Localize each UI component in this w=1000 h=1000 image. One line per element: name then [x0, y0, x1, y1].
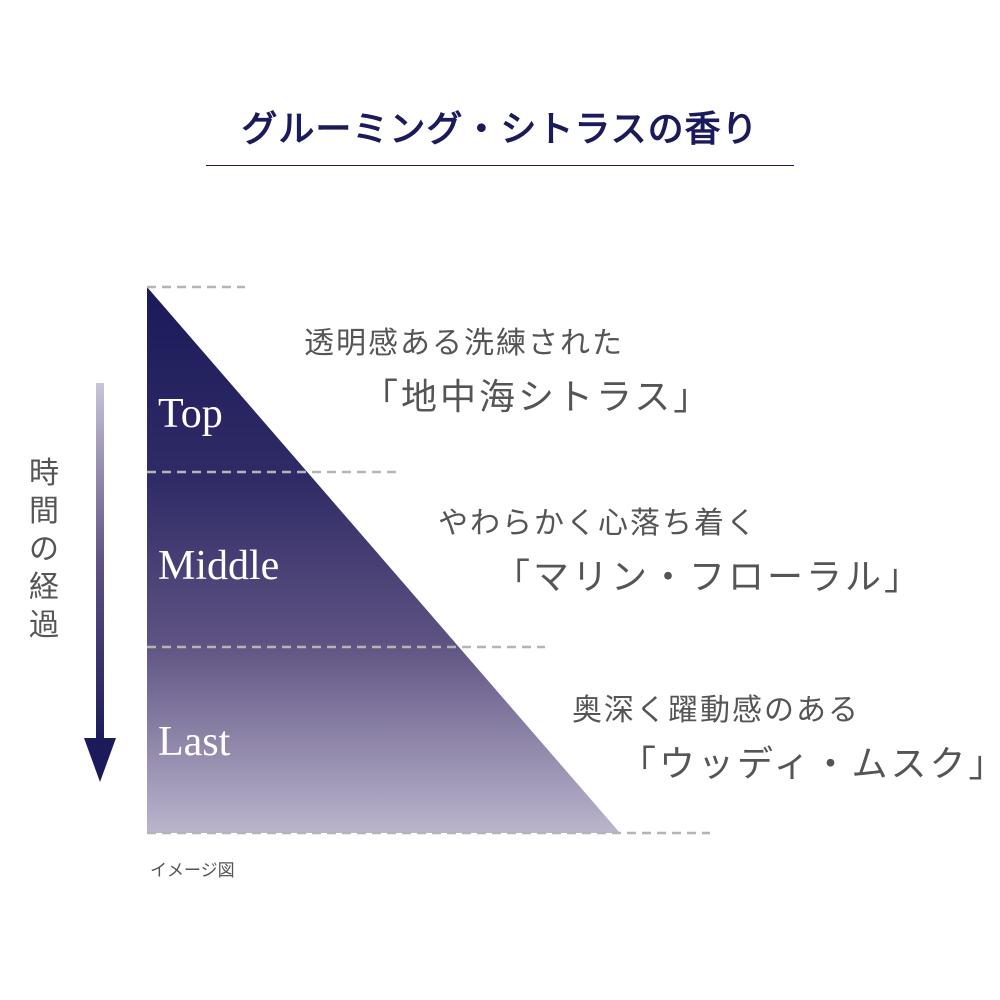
- note-description-last: 奥深く躍動感のある: [572, 693, 860, 728]
- pyramid-triangle: [147, 287, 620, 833]
- note-label-last: Last: [158, 719, 231, 765]
- note-name-last: 「ウッディ・ムスク」: [620, 744, 1000, 785]
- level-dividers: [147, 285, 710, 835]
- note-name-top: 「地中海シトラス」: [362, 377, 713, 418]
- time-axis-label: 時間の経過: [29, 456, 59, 643]
- title-underline: [206, 165, 794, 166]
- note-description-top: 透明感ある洗練された: [304, 326, 624, 361]
- note-description-middle: やわらかく心落ち着く: [438, 506, 758, 541]
- note-name-middle: 「マリン・フローラル」: [494, 557, 924, 598]
- time-arrow-head: [84, 738, 116, 782]
- note-label-middle: Middle: [158, 543, 280, 589]
- page-title: グルーミング・シトラスの香り: [241, 108, 759, 150]
- image-caption: イメージ図: [150, 861, 235, 881]
- time-arrow-shaft: [96, 383, 104, 743]
- note-label-top: Top: [158, 391, 223, 437]
